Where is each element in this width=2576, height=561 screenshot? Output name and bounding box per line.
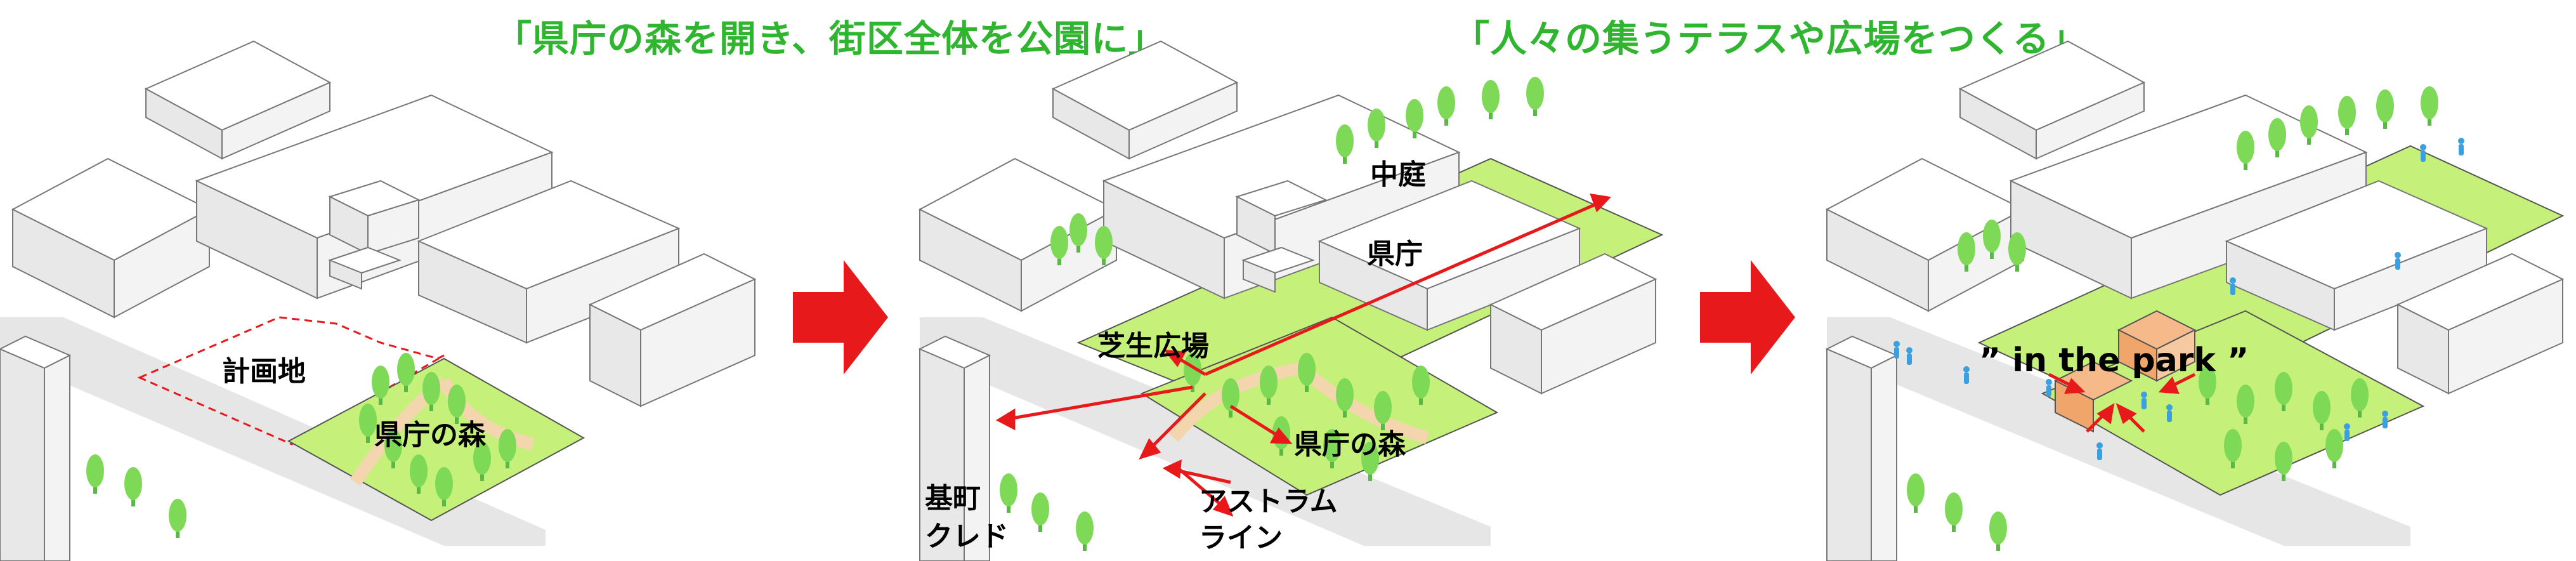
astram-label-2: ライン: [1199, 522, 1283, 554]
building: [588, 253, 757, 407]
headline-open-forest: 「県庁の森を開き、街区全体を公園に」: [495, 17, 1166, 60]
panel-1-existing: 計画地 県庁の森: [0, 40, 757, 561]
building: [144, 40, 332, 160]
flow-arrows: [995, 193, 1612, 517]
site-label: 計画地: [222, 355, 306, 388]
panel-2-open-forest: 中庭 県庁 芝生広場 県庁の森 基町 クレド アストラム ライン: [918, 40, 1664, 561]
progress-arrow-2: [1700, 260, 1795, 374]
motomachi-label-2: クレド: [925, 520, 1009, 553]
headline-terrace-plaza: 「人々の集うテラスや広場をつくる」: [1453, 17, 2088, 60]
building: [0, 335, 72, 561]
building: [1958, 40, 2146, 160]
building: [1489, 253, 1657, 395]
building: [2396, 253, 2565, 395]
building: [1825, 335, 1899, 561]
building: [918, 157, 1118, 312]
lawn-plaza-label: 芝生広場: [1097, 330, 1209, 362]
forest-label: 県庁の森: [1294, 428, 1406, 461]
building: [1241, 246, 1315, 293]
building: [1051, 40, 1239, 160]
in-the-park-label: ” in the park ”: [1979, 341, 2249, 380]
building: [2225, 180, 2488, 331]
courtyard-label: 中庭: [1370, 159, 1426, 191]
prefoffice-label: 県庁: [1367, 238, 1423, 270]
forest-label: 県庁の森: [374, 419, 487, 451]
building: [328, 180, 421, 255]
astram-label-1: アストラム: [1199, 485, 1338, 518]
motomachi-label-1: 基町: [925, 482, 981, 515]
building: [11, 157, 211, 319]
building: [918, 335, 991, 561]
progress-arrow-1: [793, 260, 888, 374]
gather-arrows: [2048, 373, 2196, 433]
building: [328, 246, 402, 290]
panel-3-in-the-park: ” in the park ”: [1825, 40, 2565, 561]
